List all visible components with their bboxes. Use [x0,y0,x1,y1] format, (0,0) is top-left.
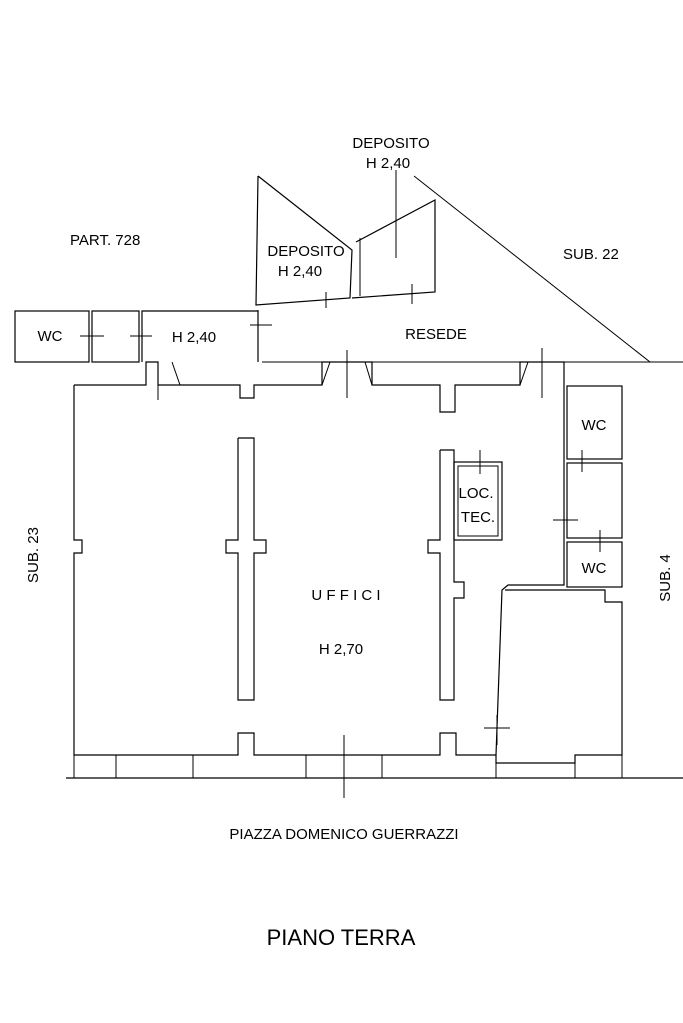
label-uffici: U F F I C I [311,587,380,604]
corridor-room [141,310,259,362]
label-wc-left: WC [38,328,63,345]
label-corridor-height: H 2,40 [172,329,216,346]
label-loc-tec-line1: LOC. [458,485,493,502]
loc-tec-room [453,450,503,541]
label-part-728: PART. 728 [70,232,140,249]
label-deposito-lower: DEPOSITO [267,243,344,260]
label-deposito-upper: DEPOSITO [352,135,429,152]
deposito-upper-room [351,170,436,304]
right-partition [427,449,465,701]
label-sub-23: SUB. 23 [25,527,42,583]
street-frontage [66,735,683,798]
label-deposito-lower-height: H 2,40 [278,263,322,280]
label-street: PIAZZA DOMENICO GUERRAZZI [229,826,458,843]
label-uffici-height: H 2,70 [319,641,363,658]
central-pillar [225,437,267,701]
label-sub-22: SUB. 22 [563,246,619,263]
label-resede: RESEDE [405,326,467,343]
label-floor-title: PIANO TERRA [267,925,416,950]
bottom-right-room [484,589,623,764]
wc-left-room [14,310,152,363]
label-sub-4: SUB. 4 [657,554,674,602]
label-loc-tec-line2: TEC. [461,509,495,526]
wc-right-block [553,362,623,588]
label-deposito-upper-height: H 2,40 [366,155,410,172]
label-wc-right-bottom: WC [582,560,607,577]
uffici-room [73,348,565,756]
label-wc-right-top: WC [582,417,607,434]
deposito-lower-room [255,175,353,308]
